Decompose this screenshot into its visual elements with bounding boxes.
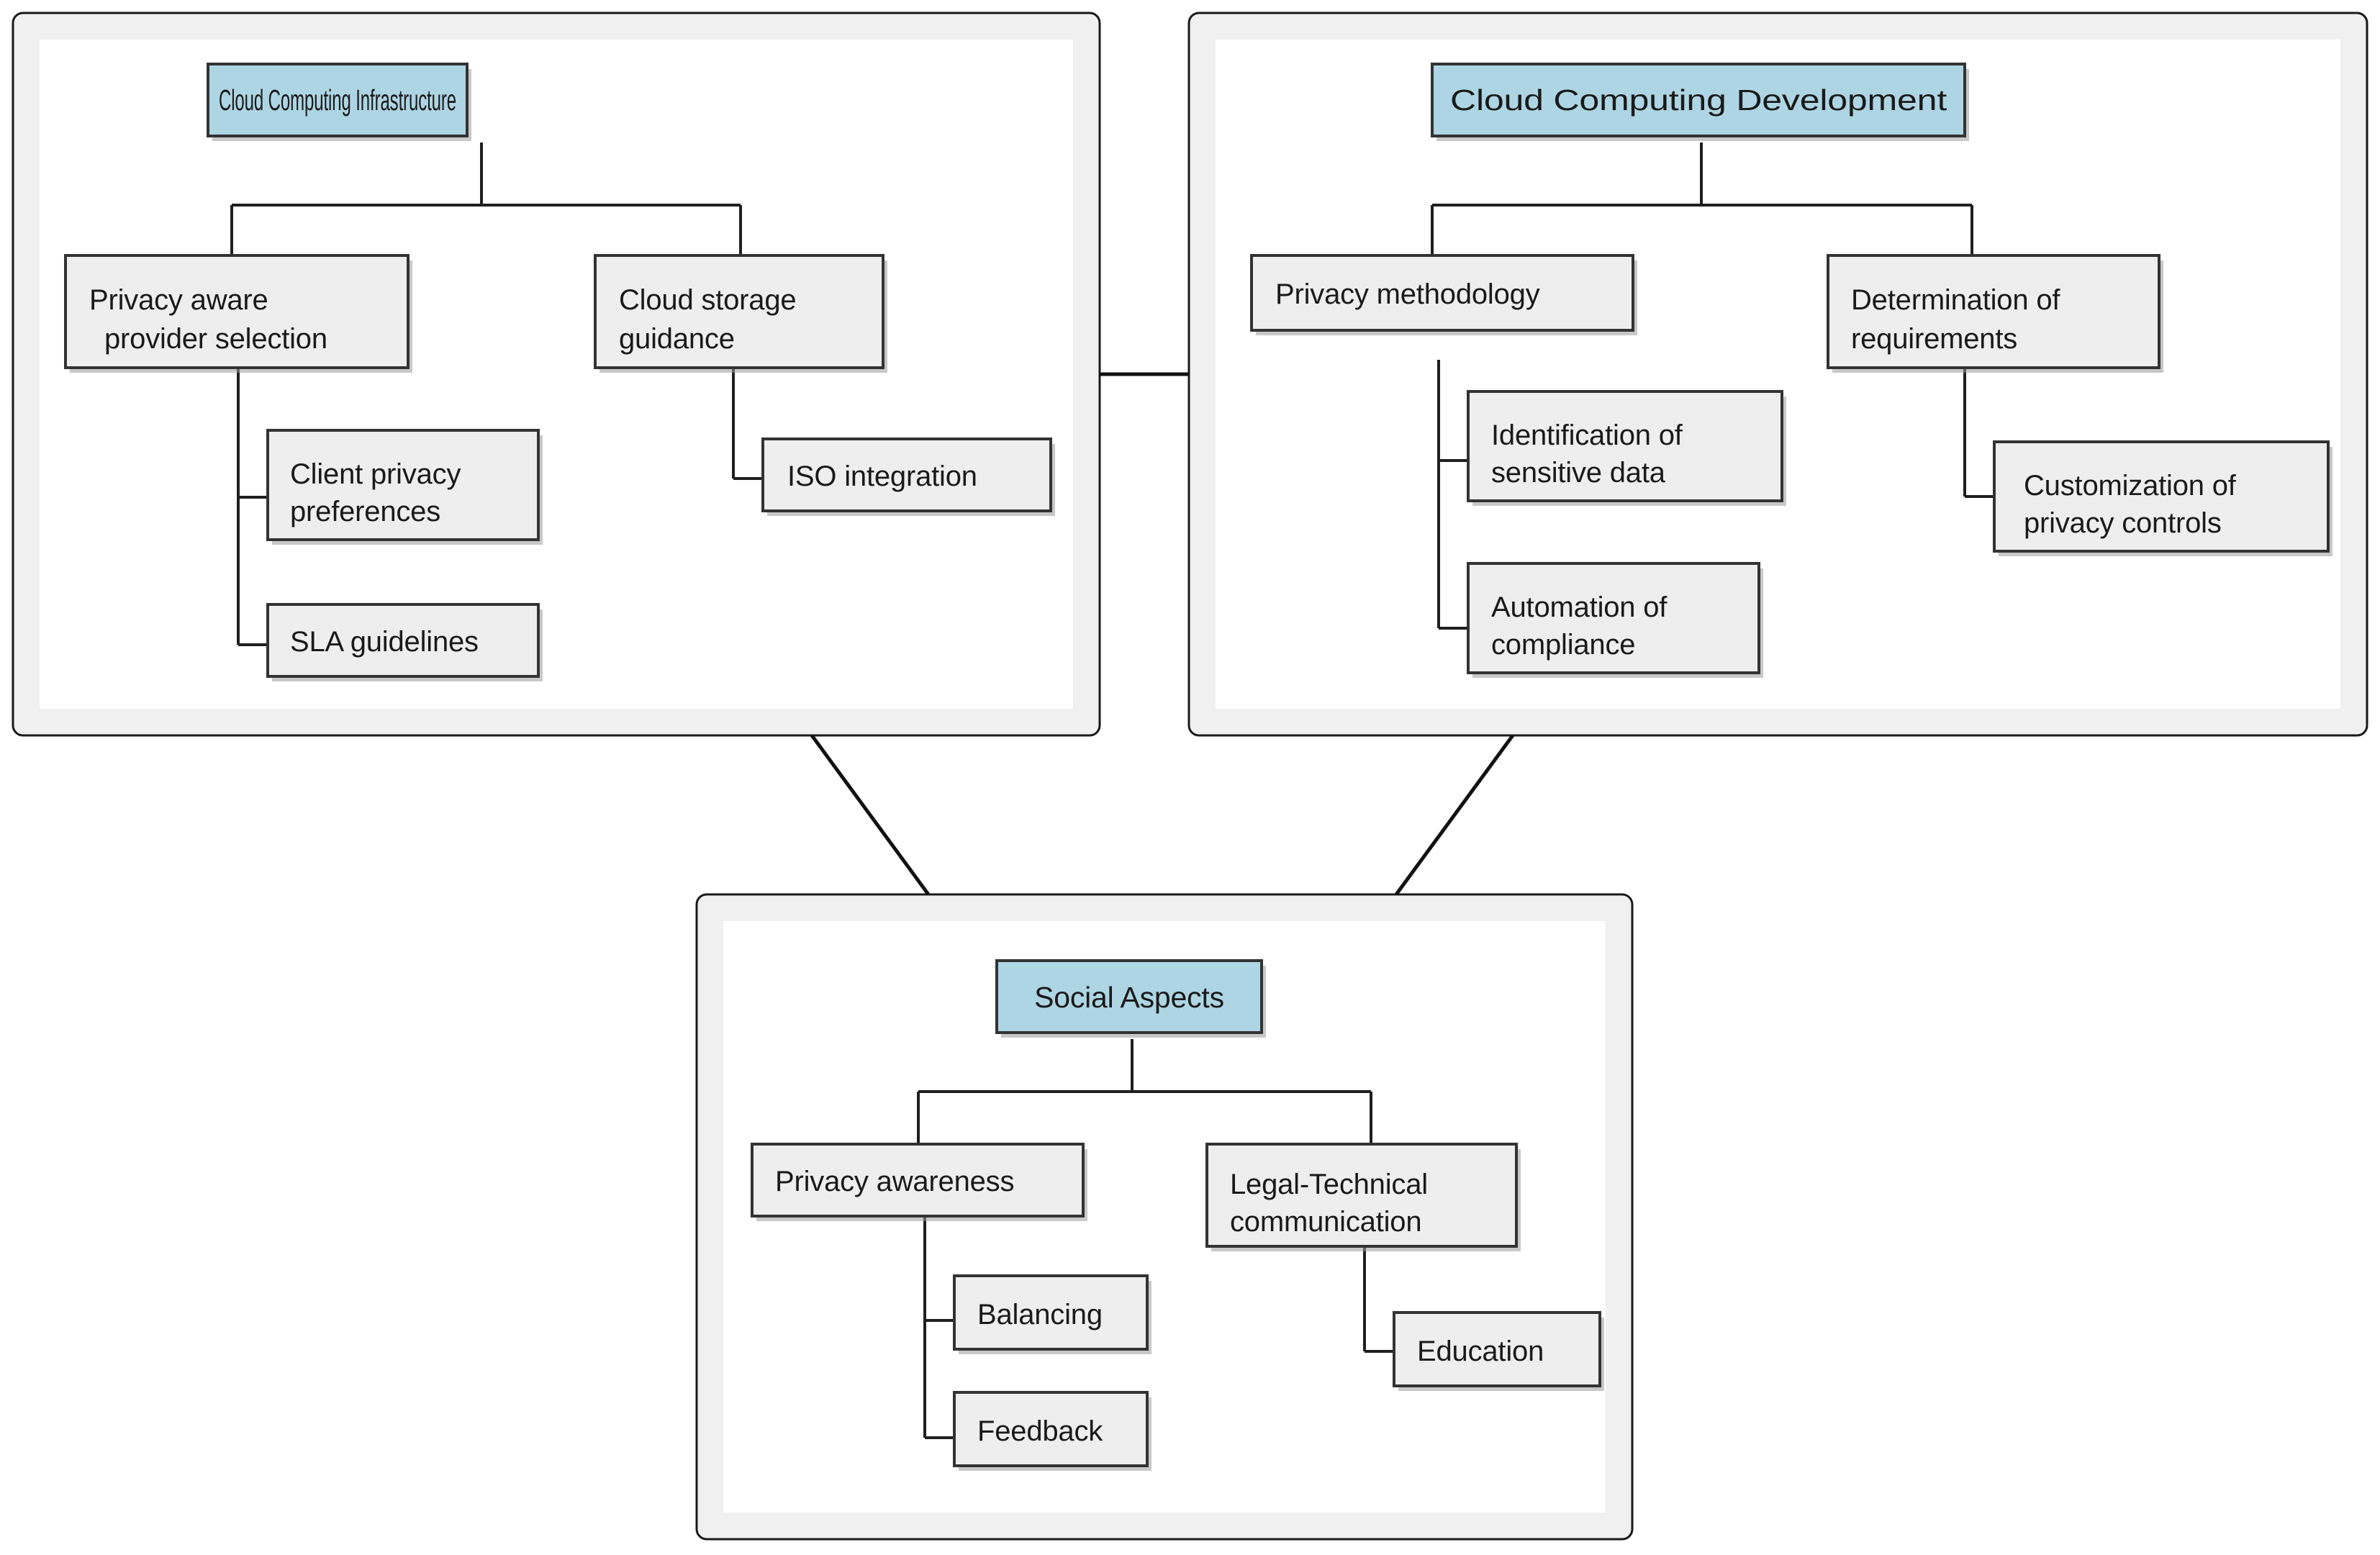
node-p0-branch1-label-line2: guidance: [619, 323, 735, 355]
node-p1-root-box: [1431, 63, 1966, 137]
node-p0-branch1-child0[interactable]: ISO integration: [761, 438, 1055, 516]
node-p2-branch1-label-line2: communication: [1230, 1206, 1421, 1238]
node-p2-branch1-box: [1205, 1143, 1518, 1248]
node-p1-branch1-child0[interactable]: Customization of privacy controls: [1993, 440, 2333, 556]
panel-social[interactable]: Social Aspects Privacy awareness Balanci…: [695, 893, 1634, 1541]
node-p2-branch1-child0-box: [1393, 1311, 1601, 1387]
node-p0-branch0-label-line2: provider selection: [104, 323, 327, 355]
node-p0-branch0-child0-label-line2: preferences: [290, 496, 440, 527]
node-p1-branch0-box: [1250, 254, 1634, 332]
node-p1-branch0-child0[interactable]: Identification of sensitive data: [1467, 390, 1786, 506]
node-p0-branch0-child1[interactable]: SLA guidelines: [266, 603, 543, 681]
node-p1-branch0-child0-box: [1467, 390, 1783, 502]
node-p1-root[interactable]: Cloud Computing Development: [1431, 63, 1969, 141]
node-p2-root-box: [995, 959, 1263, 1034]
link-infrastructure-to-social: [810, 734, 931, 896]
panel-social-connectors: [917, 1039, 1394, 1439]
node-p1-branch0-child1[interactable]: Automation of compliance: [1467, 562, 1763, 678]
node-p0-branch1-label-line1: Cloud storage: [619, 284, 796, 316]
node-p0-branch0-child0-label-line1: Client privacy: [290, 458, 461, 490]
node-p1-branch0-child0-label-line2: sensitive data: [1491, 457, 1666, 489]
node-p2-branch0-child1-box: [953, 1391, 1149, 1467]
node-p2-root[interactable]: Social Aspects: [995, 959, 1266, 1038]
node-p1-root-label: Cloud Computing Development: [1450, 83, 1947, 117]
node-p0-branch0-child1-label: SLA guidelines: [290, 626, 479, 658]
panel-infrastructure[interactable]: Cloud Computing Infrastructure Privacy a…: [12, 12, 1101, 737]
node-p2-branch1[interactable]: Legal-Technical communication: [1205, 1143, 1521, 1251]
node-p1-branch1-child0-label-line2: privacy controls: [2024, 507, 2222, 539]
node-p0-branch1[interactable]: Cloud storage guidance: [594, 254, 887, 373]
node-p1-branch1-label-line1: Determination of: [1851, 284, 2060, 316]
node-p0-root-label: Cloud Computing Infrastructure: [219, 83, 456, 117]
node-p1-branch0-child0-label-line1: Identification of: [1491, 420, 1683, 451]
node-p0-root-box: [207, 63, 469, 137]
link-development-to-social: [1394, 734, 1515, 896]
node-p1-branch0[interactable]: Privacy methodology: [1250, 254, 1637, 335]
node-p1-branch0-child1-box: [1467, 562, 1760, 674]
node-p2-branch0-label: Privacy awareness: [775, 1166, 1014, 1197]
panel-infrastructure-inner: [40, 40, 1073, 709]
node-p0-branch1-box: [594, 254, 884, 369]
node-p0-branch0-box: [64, 254, 410, 369]
node-p0-branch0[interactable]: Privacy aware provider selection: [64, 254, 412, 373]
node-p2-branch1-child0-label: Education: [1417, 1336, 1544, 1367]
node-p1-branch1-label-line2: requirements: [1851, 323, 2017, 355]
node-p2-root-label: Social Aspects: [1034, 981, 1224, 1014]
node-p2-branch0-box: [751, 1143, 1085, 1218]
node-p0-branch0-child0[interactable]: Client privacy preferences: [266, 429, 543, 545]
node-p1-branch1-child0-box: [1993, 440, 2330, 553]
panel-development-inner: [1216, 40, 2340, 709]
node-p0-branch0-child0-box: [266, 429, 540, 541]
node-p2-branch0-child0[interactable]: Balancing: [953, 1274, 1151, 1354]
node-p2-branch0-child1-label: Feedback: [977, 1415, 1103, 1447]
node-p2-branch1-label-line1: Legal-Technical: [1230, 1169, 1428, 1200]
node-p1-branch0-child1-label-line2: compliance: [1491, 629, 1635, 661]
inter-panel-links: [810, 372, 1515, 896]
panel-infrastructure-connectors: [230, 142, 763, 646]
node-p1-branch0-label: Privacy methodology: [1275, 278, 1540, 310]
node-p0-branch1-child0-box: [761, 438, 1052, 512]
panel-development[interactable]: Cloud Computing Development Privacy meth…: [1187, 12, 2368, 737]
panel-development-connectors: [1431, 142, 1994, 630]
node-p2-branch1-child0[interactable]: Education: [1393, 1311, 1604, 1391]
node-p1-branch1[interactable]: Determination of requirements: [1827, 254, 2163, 373]
node-p2-branch0[interactable]: Privacy awareness: [751, 1143, 1087, 1221]
node-p1-branch1-box: [1827, 254, 2160, 369]
node-p1-branch0-child1-label-line1: Automation of: [1491, 591, 1668, 623]
node-p0-branch0-label-line1: Privacy aware: [89, 284, 268, 316]
node-p0-branch1-child0-label: ISO integration: [787, 461, 977, 492]
node-p2-branch0-child0-label: Balancing: [977, 1299, 1103, 1330]
node-p2-branch0-child1[interactable]: Feedback: [953, 1391, 1151, 1471]
node-p2-branch0-child0-box: [953, 1274, 1149, 1351]
node-p1-branch1-child0-label-line1: Customization of: [2024, 470, 2237, 502]
node-p0-branch0-child1-box: [266, 603, 540, 678]
node-p0-root[interactable]: Cloud Computing Infrastructure: [207, 63, 471, 141]
